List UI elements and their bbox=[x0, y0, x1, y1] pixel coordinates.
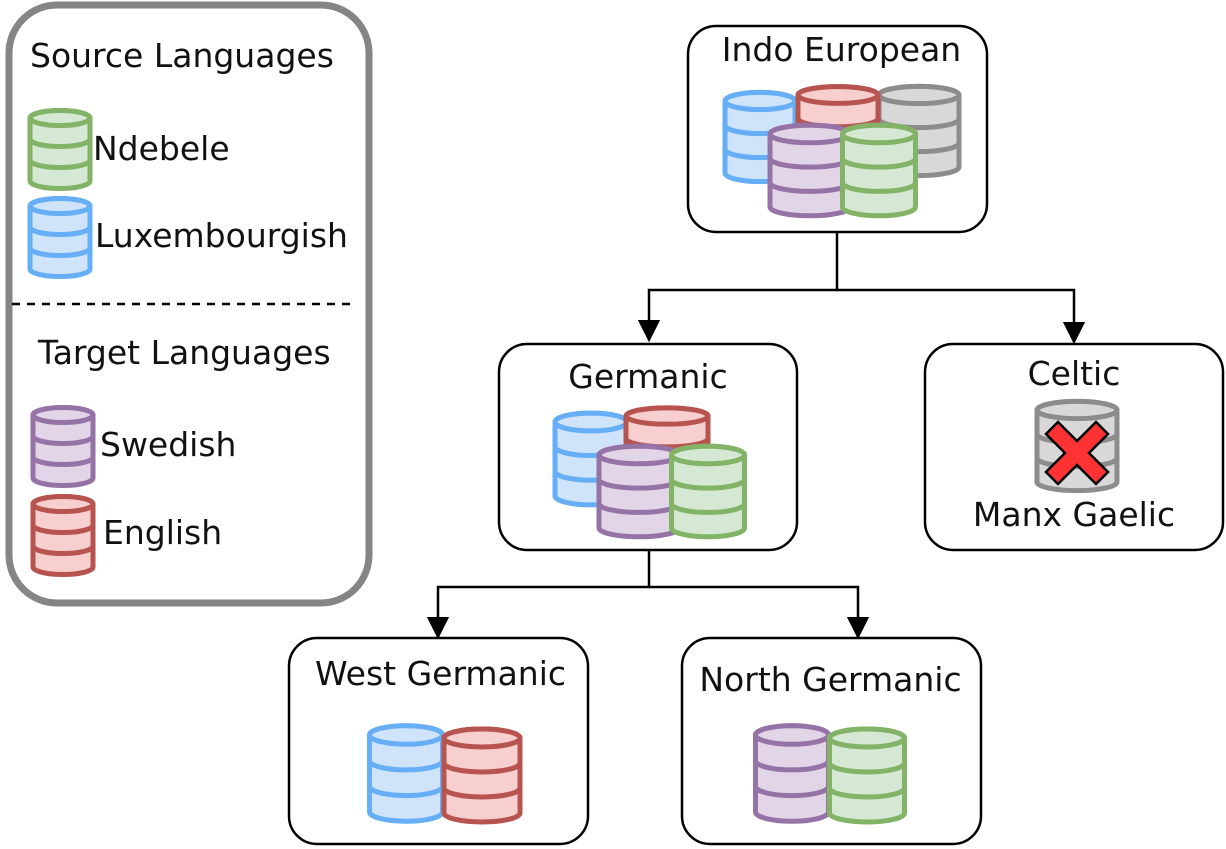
legend-icon-ndebele bbox=[27, 107, 93, 192]
legend-label-english: English bbox=[103, 513, 223, 552]
node-label-celtic: Celtic bbox=[1027, 354, 1121, 393]
legend-icon-swedish bbox=[30, 404, 96, 489]
target-languages-title: Target Languages bbox=[38, 333, 331, 372]
indo-european-dataset-icon-3 bbox=[876, 83, 962, 179]
edge-germanic-west bbox=[426, 550, 651, 640]
edge-root-celtic bbox=[837, 288, 1086, 345]
north-germanic-dataset-icon-2 bbox=[827, 726, 907, 825]
legend-label-swedish: Swedish bbox=[100, 425, 237, 464]
connector-root bbox=[637, 232, 1086, 345]
node-label-north-germanic: North Germanic bbox=[699, 660, 962, 699]
legend-icon-luxembourgish bbox=[27, 195, 93, 280]
edge-root-germanic bbox=[637, 232, 839, 343]
source-languages-title: Source Languages bbox=[30, 36, 334, 75]
legend-label-luxembourgish: Luxembourgish bbox=[95, 216, 348, 255]
node-label-germanic: Germanic bbox=[568, 357, 728, 396]
connector-germanic bbox=[426, 550, 870, 640]
node-label-west-germanic: West Germanic bbox=[314, 654, 567, 693]
indo-european-dataset-icon-4 bbox=[767, 122, 853, 219]
germanic-dataset-icon-3 bbox=[596, 443, 682, 540]
node-label-indo-european: Indo European bbox=[721, 30, 962, 69]
node-sublabel-manx-gaelic: Manx Gaelic bbox=[972, 495, 1176, 534]
dataset-icons bbox=[27, 83, 1120, 825]
north-germanic-dataset-icon-1 bbox=[753, 723, 831, 824]
legend-label-ndebele: Ndebele bbox=[93, 129, 230, 168]
west-germanic-dataset-icon-2 bbox=[441, 726, 523, 825]
west-germanic-dataset-icon-1 bbox=[367, 723, 445, 824]
legend-panel bbox=[5, 1, 373, 607]
edge-germanic-north bbox=[649, 585, 870, 640]
indo-european-dataset-icon-5 bbox=[840, 122, 918, 219]
germanic-dataset-icon-4 bbox=[669, 443, 747, 540]
legend-icon-english bbox=[30, 493, 96, 578]
unavailable-cross-icon bbox=[1044, 420, 1110, 486]
